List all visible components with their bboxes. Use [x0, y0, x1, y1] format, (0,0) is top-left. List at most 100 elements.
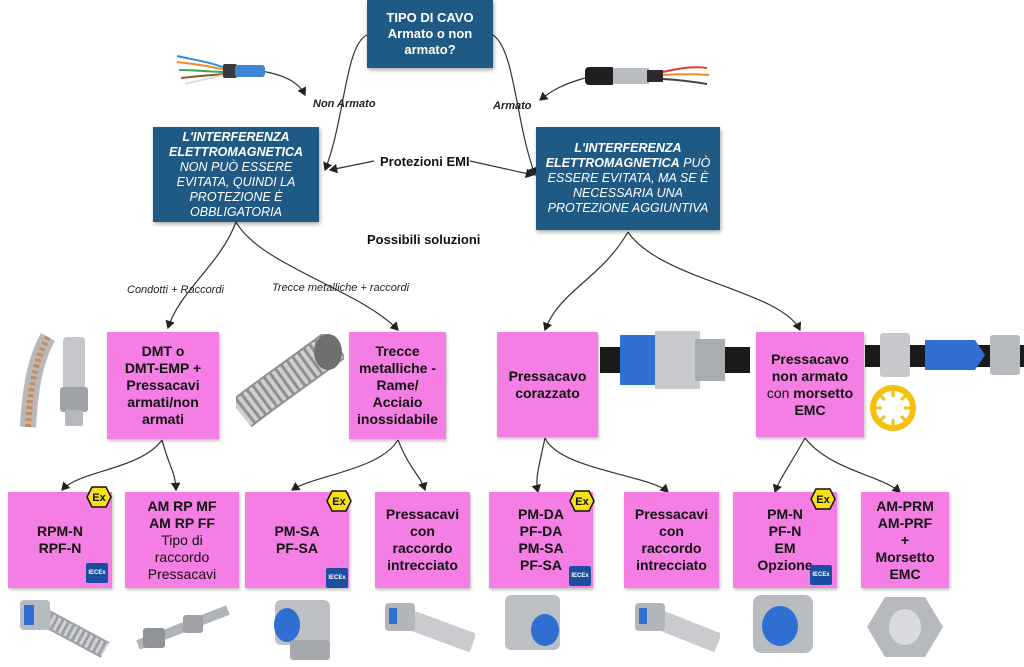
corazzato-l1: Pressacavo [508, 367, 587, 384]
rpm-l2: RPF-N [38, 540, 82, 556]
emi-left-rest4: OBBLIGATORIA [190, 204, 282, 219]
emi-left-rest3: PROTEZIONE È [189, 189, 283, 204]
svg-text:Ex: Ex [92, 492, 106, 504]
nonarmato-l4: morsetto [793, 384, 854, 401]
trecce-l1: Trecce [375, 343, 420, 359]
press2-l1: Pressacavi [634, 506, 709, 522]
press1-box: Pressacavi con raccordo intrecciato [375, 492, 470, 588]
emc-clamp-image [870, 385, 916, 431]
iecex-icon: IECEx [569, 566, 591, 586]
pmsa-gland-image [274, 600, 330, 660]
braid-image [236, 334, 344, 428]
emi-right-rest2: NECESSARIA UNA [573, 186, 683, 200]
pmn-l4: Opzione [757, 557, 813, 573]
cable-type-question-box: TIPO DI CAVO Armato o non armato? [367, 0, 493, 68]
amrp-l3: Tipo di [161, 531, 203, 548]
iecex-icon: IECEx [86, 563, 108, 583]
pmda-l1: PM-DA [518, 506, 564, 522]
rpm-fitting-image [20, 600, 110, 658]
press1-l1: Pressacavi [385, 506, 460, 522]
atex-ex-icon: Ex [569, 490, 595, 512]
emi-left-bold1: L'INTERFERENZA [182, 129, 290, 144]
emi-left-bold2: ELETTROMAGNETICA [168, 144, 304, 159]
emi-avoidable-box: L'INTERFERENZA ELETTROMAGNETICA PUÒ ESSE… [536, 127, 720, 230]
emi-unavoidable-box: L'INTERFERENZA ELETTROMAGNETICA NON PUÒ … [153, 127, 319, 222]
emi-left-rest1: NON PUÒ ESSERE [179, 159, 293, 174]
armored-gland-image [600, 331, 750, 389]
label-possibili-soluzioni: Possibili soluzioni [367, 232, 481, 247]
amprm-l3: + [900, 531, 910, 548]
amprm-l1: AM-PRM [876, 497, 934, 514]
rpm-l1: RPM-N [37, 523, 83, 539]
armored-cable-image [585, 66, 710, 85]
nonarmato-l1: Pressacavo [771, 350, 849, 367]
conduit-image [20, 333, 88, 428]
trecce-l4: Acciaio [372, 394, 423, 410]
nonarmato-l2: non armato [771, 367, 849, 384]
pmsa-l1: PM-SA [274, 523, 320, 539]
dmt-l4: armati/non [127, 394, 199, 410]
press2-l4: intrecciato [636, 557, 707, 573]
svg-text:Ex: Ex [332, 496, 346, 508]
amrp-l5: Pressacavi [147, 565, 217, 582]
press2-l2: con [659, 523, 684, 539]
armored-gland-option-box: Pressacavo corazzato [497, 332, 598, 437]
amrp-fitting-image [136, 605, 230, 650]
nonarmato-l3: con [766, 384, 790, 401]
emi-right-rest1: ESSERE EVITATA, MA SE È [547, 171, 709, 185]
pmn-l3: EM [774, 540, 796, 556]
amrp-box: AM RP MF AM RP FF Tipo di raccordo Press… [125, 492, 239, 588]
amprm-l4: Morsetto [875, 548, 935, 565]
label-armato: Armato [493, 100, 532, 112]
iecex-icon: IECEx [810, 565, 832, 585]
corazzato-l2: corazzato [515, 384, 580, 401]
label-trecce-raccordi: Trecce metalliche + raccordi [272, 282, 410, 294]
label-protezioni-emi: Protezioni EMI [380, 154, 470, 169]
emi-right-bold1: L'INTERFERENZA [574, 141, 682, 155]
pmda-l2: PF-DA [519, 523, 563, 539]
pmda-l3: PM-SA [518, 540, 564, 556]
press1-l2: con [410, 523, 435, 539]
root-line1: TIPO DI CAVO [386, 10, 474, 25]
amprm-l2: AM-PRF [877, 514, 933, 531]
emc-gland-option-box: Pressacavo non armato con morsetto EMC [756, 332, 864, 437]
press1-l4: intrecciato [387, 557, 458, 573]
pmn-l2: PF-N [768, 523, 802, 539]
trecce-l3: Rame/ [376, 377, 419, 393]
press1-gland-image [385, 603, 475, 653]
atex-ex-icon: Ex [86, 486, 112, 508]
dmt-l2: DMT-EMP + [124, 360, 202, 376]
trecce-l5: inossidabile [357, 411, 438, 427]
emc-gland-image [865, 333, 1024, 377]
amprm-box: AM-PRM AM-PRF + Morsetto EMC [861, 492, 949, 588]
svg-text:Ex: Ex [575, 496, 589, 508]
braid-option-box: Trecce metalliche - Rame/ Acciaio inossi… [349, 332, 446, 439]
emi-right-bold2: ELETTROMAGNETICA [545, 156, 680, 170]
label-condotti-raccordi: Condotti + Raccordi [127, 284, 224, 296]
pmda-l4: PF-SA [520, 557, 562, 573]
press1-l3: raccordo [392, 540, 453, 556]
dmt-l5: armati [141, 411, 185, 427]
pmsa-l2: PF-SA [276, 540, 318, 556]
unarmored-cable-image [176, 55, 265, 85]
dmt-l1: DMT o [141, 343, 185, 359]
pmn-l1: PM-N [767, 506, 803, 522]
atex-ex-icon: Ex [810, 488, 836, 510]
press2-gland-image [635, 603, 720, 653]
dmt-l3: Pressacavi [126, 377, 200, 393]
amrp-l4: raccordo [154, 548, 210, 565]
press2-box: Pressacavi con raccordo intrecciato [624, 492, 719, 588]
nonarmato-l5: EMC [794, 401, 826, 418]
amprm-l5: EMC [889, 565, 921, 582]
root-line2: Armato o non [387, 26, 473, 41]
svg-text:Ex: Ex [816, 494, 830, 506]
amrp-l2: AM RP FF [149, 514, 215, 531]
dmt-option-box: DMT o DMT-EMP + Pressacavi armati/non ar… [107, 332, 219, 439]
amprm-gland-image [867, 597, 943, 657]
emi-right-rest3: PROTEZIONE AGGIUNTIVA [547, 201, 709, 215]
atex-ex-icon: Ex [326, 490, 352, 512]
label-non-armato: Non Armato [313, 98, 376, 110]
amrp-l1: AM RP MF [147, 497, 217, 514]
emi-right-rest0: PUÒ [683, 156, 711, 170]
